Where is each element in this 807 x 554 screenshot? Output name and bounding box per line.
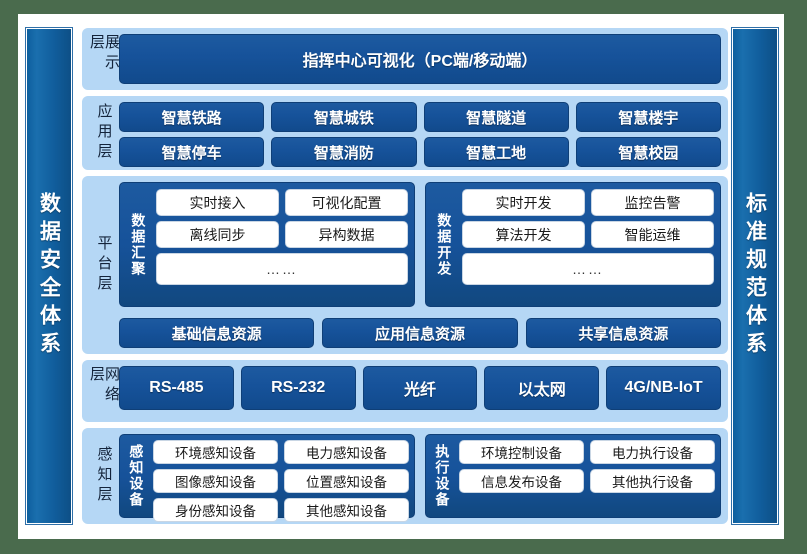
layer-label-application-text: 应用层 — [95, 103, 113, 163]
platform-groups: 数据汇聚 实时接入 可视化配置 离线同步 异构数据 — [119, 182, 721, 307]
sensing-cell-location-sensor[interactable]: 位置感知设备 — [284, 469, 409, 493]
application-item-smart-building[interactable]: 智慧楼宇 — [575, 102, 721, 132]
platform-cell-realtime-ingest[interactable]: 实时接入 — [156, 189, 279, 216]
layer-stack: 展示层 指挥中心可视化（PC端/移动端） 应用层 智慧铁路 智慧城铁 智慧隧道 … — [82, 28, 728, 524]
platform-resource-shared-information[interactable]: 共享信息资源 — [525, 318, 721, 348]
layer-label-platform: 平台层 — [89, 182, 119, 348]
actuator-cell-power-actuator[interactable]: 电力执行设备 — [590, 440, 715, 464]
layer-label-network-text: 网络层 — [88, 366, 120, 406]
architecture-diagram-canvas: 数据安全体系 标准规范体系 展示层 指挥中心可视化（PC端/移动端） 应用层 智… — [18, 14, 784, 539]
sensing-cell-environment-sensor[interactable]: 环境感知设备 — [153, 440, 278, 464]
layer-label-sensing-text: 感知层 — [95, 446, 113, 506]
layer-body-sensing: 感知设备 环境感知设备 电力感知设备 图像感知设备 位置感知设备 — [119, 434, 721, 522]
platform-resource-application-information[interactable]: 应用信息资源 — [322, 318, 518, 348]
application-item-smart-tunnel[interactable]: 智慧隧道 — [423, 102, 569, 132]
platform-cell-algorithm-development[interactable]: 算法开发 — [462, 221, 585, 248]
layer-label-network: 网络层 — [88, 366, 120, 416]
platform-group-data-aggregation: 数据汇聚 实时接入 可视化配置 离线同步 异构数据 — [119, 182, 415, 307]
actuator-cell-other-actuator[interactable]: 其他执行设备 — [590, 469, 715, 493]
sensing-cell-row-2: 图像感知设备 位置感知设备 — [153, 469, 409, 493]
layer-label-application: 应用层 — [89, 102, 119, 164]
sensing-cell-other-sensor[interactable]: 其他感知设备 — [284, 498, 409, 522]
sensing-cell-image-sensor[interactable]: 图像感知设备 — [153, 469, 278, 493]
network-item-rs232[interactable]: RS-232 — [240, 366, 356, 410]
actuator-cell-row-1: 环境控制设备 电力执行设备 — [459, 440, 715, 464]
platform-cell-heterogeneous-data[interactable]: 异构数据 — [285, 221, 408, 248]
standard-specification-system-pillar: 标准规范体系 — [732, 28, 778, 524]
layer-body-network: RS-485 RS-232 光纤 以太网 4G/NB-IoT — [119, 366, 721, 416]
sensing-cell-power-sensor[interactable]: 电力感知设备 — [284, 440, 409, 464]
application-item-smart-parking[interactable]: 智慧停车 — [119, 137, 265, 167]
platform-resource-basic-information[interactable]: 基础信息资源 — [119, 318, 315, 348]
layer-body-display: 指挥中心可视化（PC端/移动端） — [119, 34, 721, 84]
application-item-smart-construction[interactable]: 智慧工地 — [423, 137, 569, 167]
platform-cell-row-1: 实时接入 可视化配置 — [156, 189, 408, 216]
layer-body-application: 智慧铁路 智慧城铁 智慧隧道 智慧楼宇 智慧停车 智慧消防 智慧工地 智慧校园 — [119, 102, 721, 167]
sensing-cell-identity-sensor[interactable]: 身份感知设备 — [153, 498, 278, 522]
application-item-smart-metro[interactable]: 智慧城铁 — [271, 102, 417, 132]
application-row-1: 智慧铁路 智慧城铁 智慧隧道 智慧楼宇 — [119, 102, 721, 132]
sensing-groups: 感知设备 环境感知设备 电力感知设备 图像感知设备 位置感知设备 — [119, 434, 721, 522]
platform-group-data-development: 数据开发 实时开发 监控告警 算法开发 智能运维 — [425, 182, 721, 307]
sensing-group-sensor-devices: 感知设备 环境感知设备 电力感知设备 图像感知设备 位置感知设备 — [119, 434, 415, 522]
network-item-ethernet[interactable]: 以太网 — [484, 366, 600, 410]
sensing-group-actuator-devices: 执行设备 环境控制设备 电力执行设备 信息发布设备 其他执行设备 — [425, 434, 721, 518]
actuator-cell-row-2: 信息发布设备 其他执行设备 — [459, 469, 715, 493]
platform-cells-data-aggregation: 实时接入 可视化配置 离线同步 异构数据 …… — [156, 189, 408, 300]
layer-label-platform-text: 平台层 — [95, 235, 113, 295]
platform-cell-row-2: 离线同步 异构数据 — [156, 221, 408, 248]
application-item-smart-firefighting[interactable]: 智慧消防 — [271, 137, 417, 167]
layer-label-display-text: 展示层 — [88, 34, 120, 74]
layer-row-sensing: 感知层 感知设备 环境感知设备 电力感知设备 — [82, 428, 728, 524]
layer-label-sensing: 感知层 — [89, 434, 119, 518]
standard-specification-system-label: 标准规范体系 — [743, 192, 767, 360]
data-security-system-label: 数据安全体系 — [37, 192, 61, 360]
platform-dev-cell-row-2: 算法开发 智能运维 — [462, 221, 714, 248]
sensing-cells-actuator-devices: 环境控制设备 电力执行设备 信息发布设备 其他执行设备 — [459, 440, 715, 512]
network-item-fiber[interactable]: 光纤 — [362, 366, 478, 410]
platform-cell-intelligent-ops[interactable]: 智能运维 — [591, 221, 714, 248]
platform-cells-data-development: 实时开发 监控告警 算法开发 智能运维 …… — [462, 189, 714, 300]
network-item-rs485[interactable]: RS-485 — [119, 366, 234, 410]
layer-label-display: 展示层 — [88, 34, 120, 84]
platform-resource-bar: 基础信息资源 应用信息资源 共享信息资源 — [119, 318, 721, 348]
platform-group-title-data-aggregation-text: 数据汇聚 — [130, 212, 147, 277]
platform-cell-visual-config[interactable]: 可视化配置 — [285, 189, 408, 216]
sensing-cells-sensor-devices: 环境感知设备 电力感知设备 图像感知设备 位置感知设备 身份感知设备 其他感知设… — [153, 440, 409, 522]
platform-group-title-data-development: 数据开发 — [432, 189, 456, 300]
platform-group-title-data-aggregation: 数据汇聚 — [126, 189, 150, 300]
platform-dev-cell-row-3: …… — [462, 253, 714, 285]
sensing-group-title-actuator-devices: 执行设备 — [431, 440, 453, 512]
platform-cell-monitoring-alarm[interactable]: 监控告警 — [591, 189, 714, 216]
sensing-cell-row-3: 身份感知设备 其他感知设备 — [153, 498, 409, 522]
actuator-cell-environment-control[interactable]: 环境控制设备 — [459, 440, 584, 464]
platform-dev-cell-row-1: 实时开发 监控告警 — [462, 189, 714, 216]
layer-row-display: 展示层 指挥中心可视化（PC端/移动端） — [82, 28, 728, 90]
network-row: RS-485 RS-232 光纤 以太网 4G/NB-IoT — [119, 366, 721, 410]
application-row-2: 智慧停车 智慧消防 智慧工地 智慧校园 — [119, 137, 721, 167]
layer-row-application: 应用层 智慧铁路 智慧城铁 智慧隧道 智慧楼宇 智慧停车 智慧消防 智慧工地 智… — [82, 96, 728, 170]
layer-body-platform: 数据汇聚 实时接入 可视化配置 离线同步 异构数据 — [119, 182, 721, 348]
platform-cell-realtime-development[interactable]: 实时开发 — [462, 189, 585, 216]
platform-cell-more-development[interactable]: …… — [462, 253, 714, 285]
sensing-group-title-sensor-devices: 感知设备 — [125, 440, 147, 512]
platform-group-title-data-development-text: 数据开发 — [436, 212, 453, 277]
application-item-smart-railway[interactable]: 智慧铁路 — [119, 102, 265, 132]
sensing-cell-row-1: 环境感知设备 电力感知设备 — [153, 440, 409, 464]
sensing-group-title-sensor-devices-text: 感知设备 — [128, 444, 145, 508]
sensing-group-title-actuator-devices-text: 执行设备 — [434, 444, 451, 508]
network-item-4g-nbiot[interactable]: 4G/NB-IoT — [606, 366, 721, 410]
data-security-system-pillar: 数据安全体系 — [26, 28, 72, 524]
platform-cell-more-aggregation[interactable]: …… — [156, 253, 408, 285]
platform-cell-offline-sync[interactable]: 离线同步 — [156, 221, 279, 248]
platform-cell-row-3: …… — [156, 253, 408, 285]
layer-row-network: 网络层 RS-485 RS-232 光纤 以太网 4G/NB-IoT — [82, 360, 728, 422]
actuator-cell-information-release[interactable]: 信息发布设备 — [459, 469, 584, 493]
application-item-smart-campus[interactable]: 智慧校园 — [575, 137, 721, 167]
display-item-command-center[interactable]: 指挥中心可视化（PC端/移动端） — [119, 34, 721, 84]
layer-row-platform: 平台层 数据汇聚 实时接入 可视化配置 — [82, 176, 728, 354]
